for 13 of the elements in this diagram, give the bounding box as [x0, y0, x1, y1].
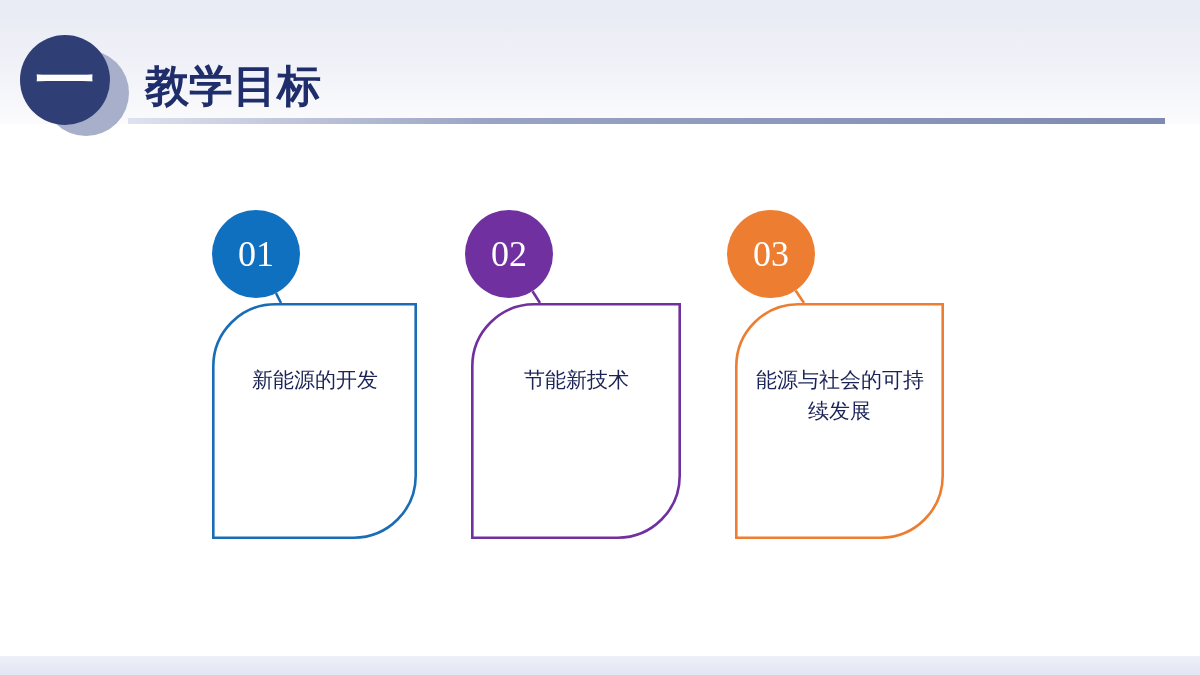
card-text: 能源与社会的可持续发展 [754, 367, 925, 425]
leaf-card [212, 303, 417, 539]
connector-line [794, 289, 806, 304]
number-circle: 03 [727, 210, 815, 298]
slide-title: 教学目标 [145, 59, 321, 113]
connector-line [274, 292, 283, 304]
card-text: 节能新技术 [522, 367, 630, 394]
number-circle: 02 [465, 210, 553, 298]
leaf-card [471, 303, 681, 539]
leaf-card [735, 303, 944, 539]
number-circle: 01 [212, 210, 300, 298]
card-text: 新能源的开发 [250, 367, 379, 394]
connector-line [531, 290, 542, 304]
